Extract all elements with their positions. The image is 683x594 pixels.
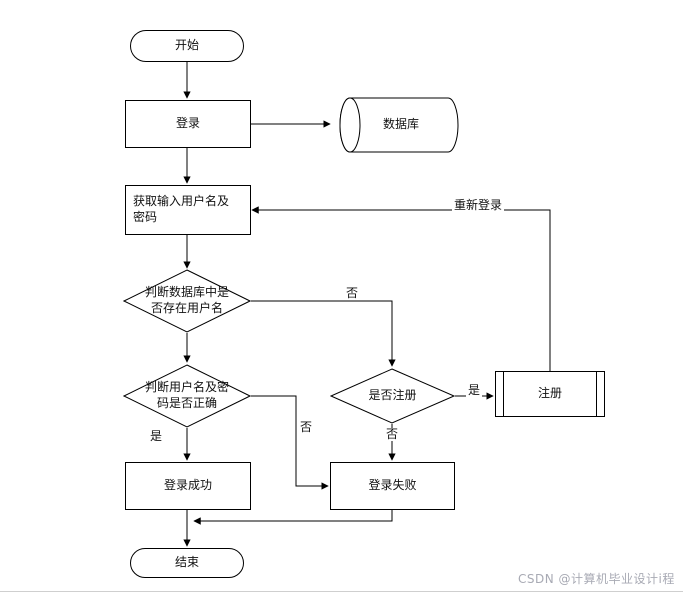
edge-label-password-yes: 是 bbox=[148, 429, 165, 444]
node-get-input-label: 获取输入用户名及密码 bbox=[133, 194, 230, 224]
edge-label-exists-no: 否 bbox=[344, 286, 361, 301]
node-end: 结束 bbox=[130, 548, 244, 578]
node-register-question: 是否注册 bbox=[330, 368, 455, 424]
node-register-label: 注册 bbox=[537, 386, 562, 401]
diamond-shape bbox=[330, 368, 455, 424]
edge-label-password-no: 否 bbox=[298, 420, 315, 435]
node-check-user-exists-label: 判断数据库中是否存在用户名 bbox=[144, 285, 229, 315]
node-register-question-label: 是否注册 bbox=[368, 388, 417, 403]
edge-label-relogin: 重新登录 bbox=[452, 198, 505, 213]
diamond-shape bbox=[123, 364, 251, 428]
diamond-shape bbox=[123, 269, 251, 333]
cylinder-shape bbox=[339, 97, 459, 153]
edge-label-register-no: 否 bbox=[384, 427, 401, 442]
node-login-label: 登录 bbox=[175, 116, 200, 131]
bottom-divider bbox=[0, 591, 683, 592]
node-login-fail: 登录失败 bbox=[330, 462, 455, 510]
node-check-password: 判断用户名及密码是否正确 bbox=[123, 364, 251, 428]
edge-checkexists-no-to-registerq bbox=[251, 300, 396, 367]
edge-label-register-yes: 是 bbox=[466, 383, 483, 398]
edge-register-relogin-to-getinput bbox=[251, 206, 551, 371]
node-login-fail-label: 登录失败 bbox=[368, 478, 417, 493]
node-login-success: 登录成功 bbox=[125, 462, 251, 510]
node-check-password-label: 判断用户名及密码是否正确 bbox=[144, 380, 229, 410]
node-start: 开始 bbox=[130, 30, 244, 62]
edge-fail-to-join bbox=[193, 510, 393, 525]
node-login: 登录 bbox=[125, 100, 251, 148]
node-check-user-exists: 判断数据库中是否存在用户名 bbox=[123, 269, 251, 333]
node-get-input: 获取输入用户名及密码 bbox=[125, 185, 251, 235]
edge-checkpassword-no-to-fail bbox=[251, 395, 329, 490]
watermark-text: CSDN @计算机毕业设计i程 bbox=[518, 572, 675, 586]
node-end-label: 结束 bbox=[174, 555, 199, 570]
node-database-label: 数据库 bbox=[382, 117, 419, 132]
node-start-label: 开始 bbox=[174, 38, 199, 53]
node-login-success-label: 登录成功 bbox=[163, 478, 212, 493]
node-database: 数据库 bbox=[331, 97, 459, 153]
node-register: 注册 bbox=[495, 371, 605, 417]
